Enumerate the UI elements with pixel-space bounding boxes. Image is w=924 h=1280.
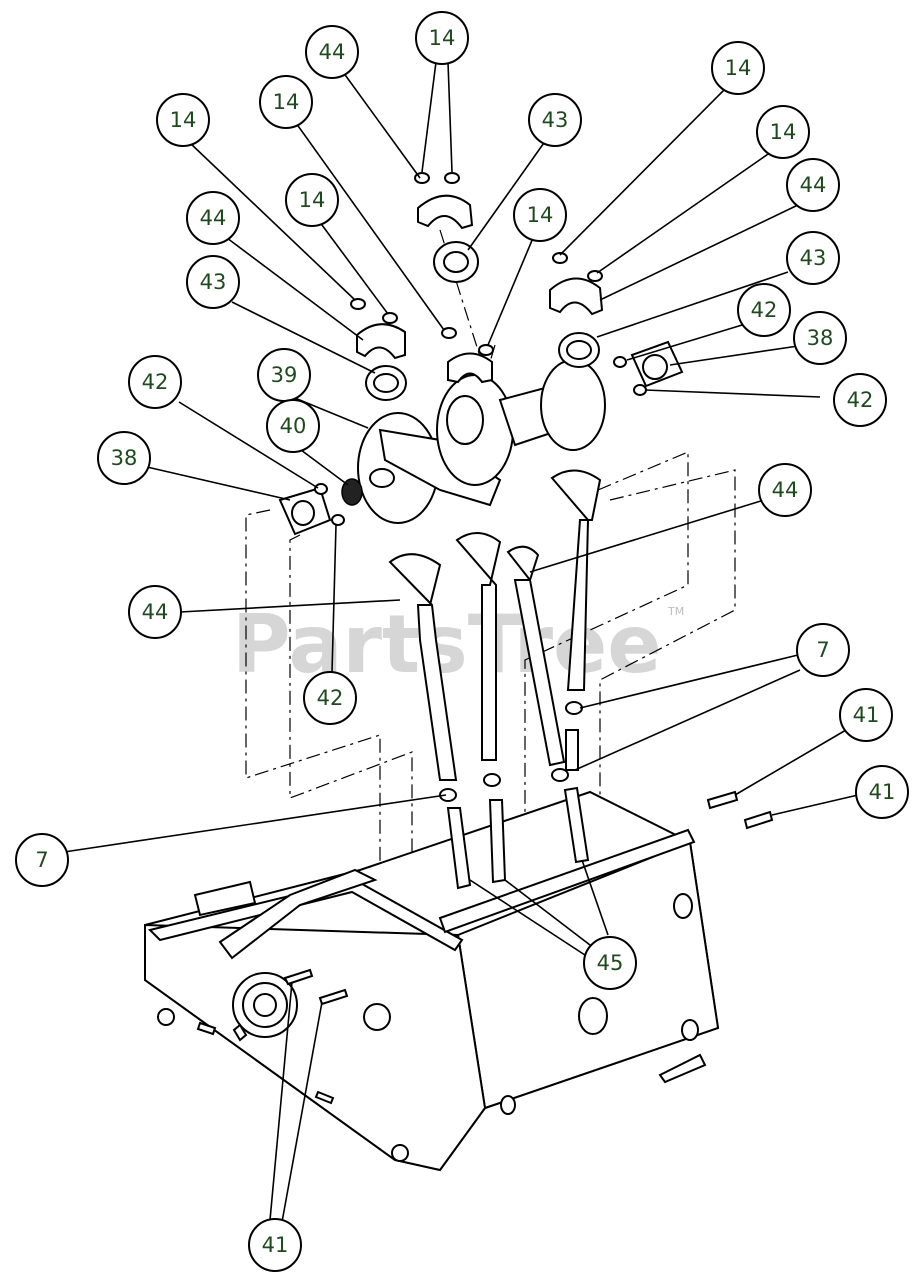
svg-text:41: 41 xyxy=(262,1233,289,1257)
svg-text:42: 42 xyxy=(142,370,169,394)
callout-44e: 44 xyxy=(128,585,182,639)
svg-text:41: 41 xyxy=(869,780,896,804)
spring-part xyxy=(341,478,363,506)
callout-41a: 41 xyxy=(839,688,893,742)
svg-text:44: 44 xyxy=(800,173,827,197)
svg-text:45: 45 xyxy=(597,951,624,975)
svg-text:14: 14 xyxy=(429,26,456,50)
callout-38b: 38 xyxy=(97,431,151,485)
callout-39: 39 xyxy=(257,348,311,402)
svg-text:43: 43 xyxy=(800,246,827,270)
bolt-parts xyxy=(283,790,774,1006)
svg-text:14: 14 xyxy=(770,120,797,144)
callout-14c: 14 xyxy=(415,11,469,65)
callout-42d: 42 xyxy=(303,671,357,725)
svg-text:38: 38 xyxy=(807,326,834,350)
callout-41b: 41 xyxy=(855,765,909,819)
svg-text:43: 43 xyxy=(542,108,569,132)
callout-14e: 14 xyxy=(285,173,339,227)
bearing-parts xyxy=(365,241,600,401)
svg-text:7: 7 xyxy=(816,638,829,662)
pin-and-rod-end-parts xyxy=(439,701,590,890)
watermark-trademark: TM xyxy=(667,605,684,618)
callout-44d: 44 xyxy=(758,463,812,517)
svg-text:14: 14 xyxy=(273,90,300,114)
svg-text:42: 42 xyxy=(751,298,778,322)
svg-text:41: 41 xyxy=(853,703,880,727)
callout-42c: 42 xyxy=(833,373,887,427)
svg-text:40: 40 xyxy=(280,414,307,438)
svg-text:43: 43 xyxy=(200,270,227,294)
callout-14d: 14 xyxy=(711,41,765,95)
svg-text:44: 44 xyxy=(142,600,169,624)
svg-text:44: 44 xyxy=(772,478,799,502)
callout-45: 45 xyxy=(583,936,637,990)
svg-text:14: 14 xyxy=(725,56,752,80)
svg-text:38: 38 xyxy=(111,446,138,470)
crankshaft xyxy=(357,359,606,524)
bearing-cap-parts xyxy=(356,194,604,384)
watermark-text: PartsTree xyxy=(232,598,662,691)
svg-text:44: 44 xyxy=(319,40,346,64)
svg-text:44: 44 xyxy=(200,206,227,230)
connecting-rod-parts xyxy=(388,469,602,781)
callout-14f: 14 xyxy=(756,105,810,159)
svg-text:42: 42 xyxy=(317,686,344,710)
callout-7a: 7 xyxy=(796,623,850,677)
callout-43c: 43 xyxy=(786,231,840,285)
svg-text:7: 7 xyxy=(35,848,48,872)
callout-44b: 44 xyxy=(186,191,240,245)
callout-43a: 43 xyxy=(528,93,582,147)
frame-housing xyxy=(144,790,720,1172)
callout-43b: 43 xyxy=(186,255,240,309)
svg-text:42: 42 xyxy=(847,388,874,412)
callout-38a: 38 xyxy=(793,311,847,365)
leader-lines xyxy=(63,61,859,1223)
svg-text:14: 14 xyxy=(299,188,326,212)
svg-text:39: 39 xyxy=(271,363,298,387)
callout-40: 40 xyxy=(266,399,320,453)
callout-14b: 14 xyxy=(259,75,313,129)
callout-44c: 44 xyxy=(786,158,840,212)
callout-14g: 14 xyxy=(513,188,567,242)
callout-41c: 41 xyxy=(248,1218,302,1272)
callout-42b: 42 xyxy=(128,355,182,409)
callout-14a: 14 xyxy=(156,93,210,147)
flange-bearing-parts xyxy=(278,340,684,536)
svg-text:14: 14 xyxy=(170,108,197,132)
callout-44a: 44 xyxy=(305,25,359,79)
callout-42a: 42 xyxy=(737,283,791,337)
svg-text:14: 14 xyxy=(527,203,554,227)
callout-7b: 7 xyxy=(15,833,69,887)
